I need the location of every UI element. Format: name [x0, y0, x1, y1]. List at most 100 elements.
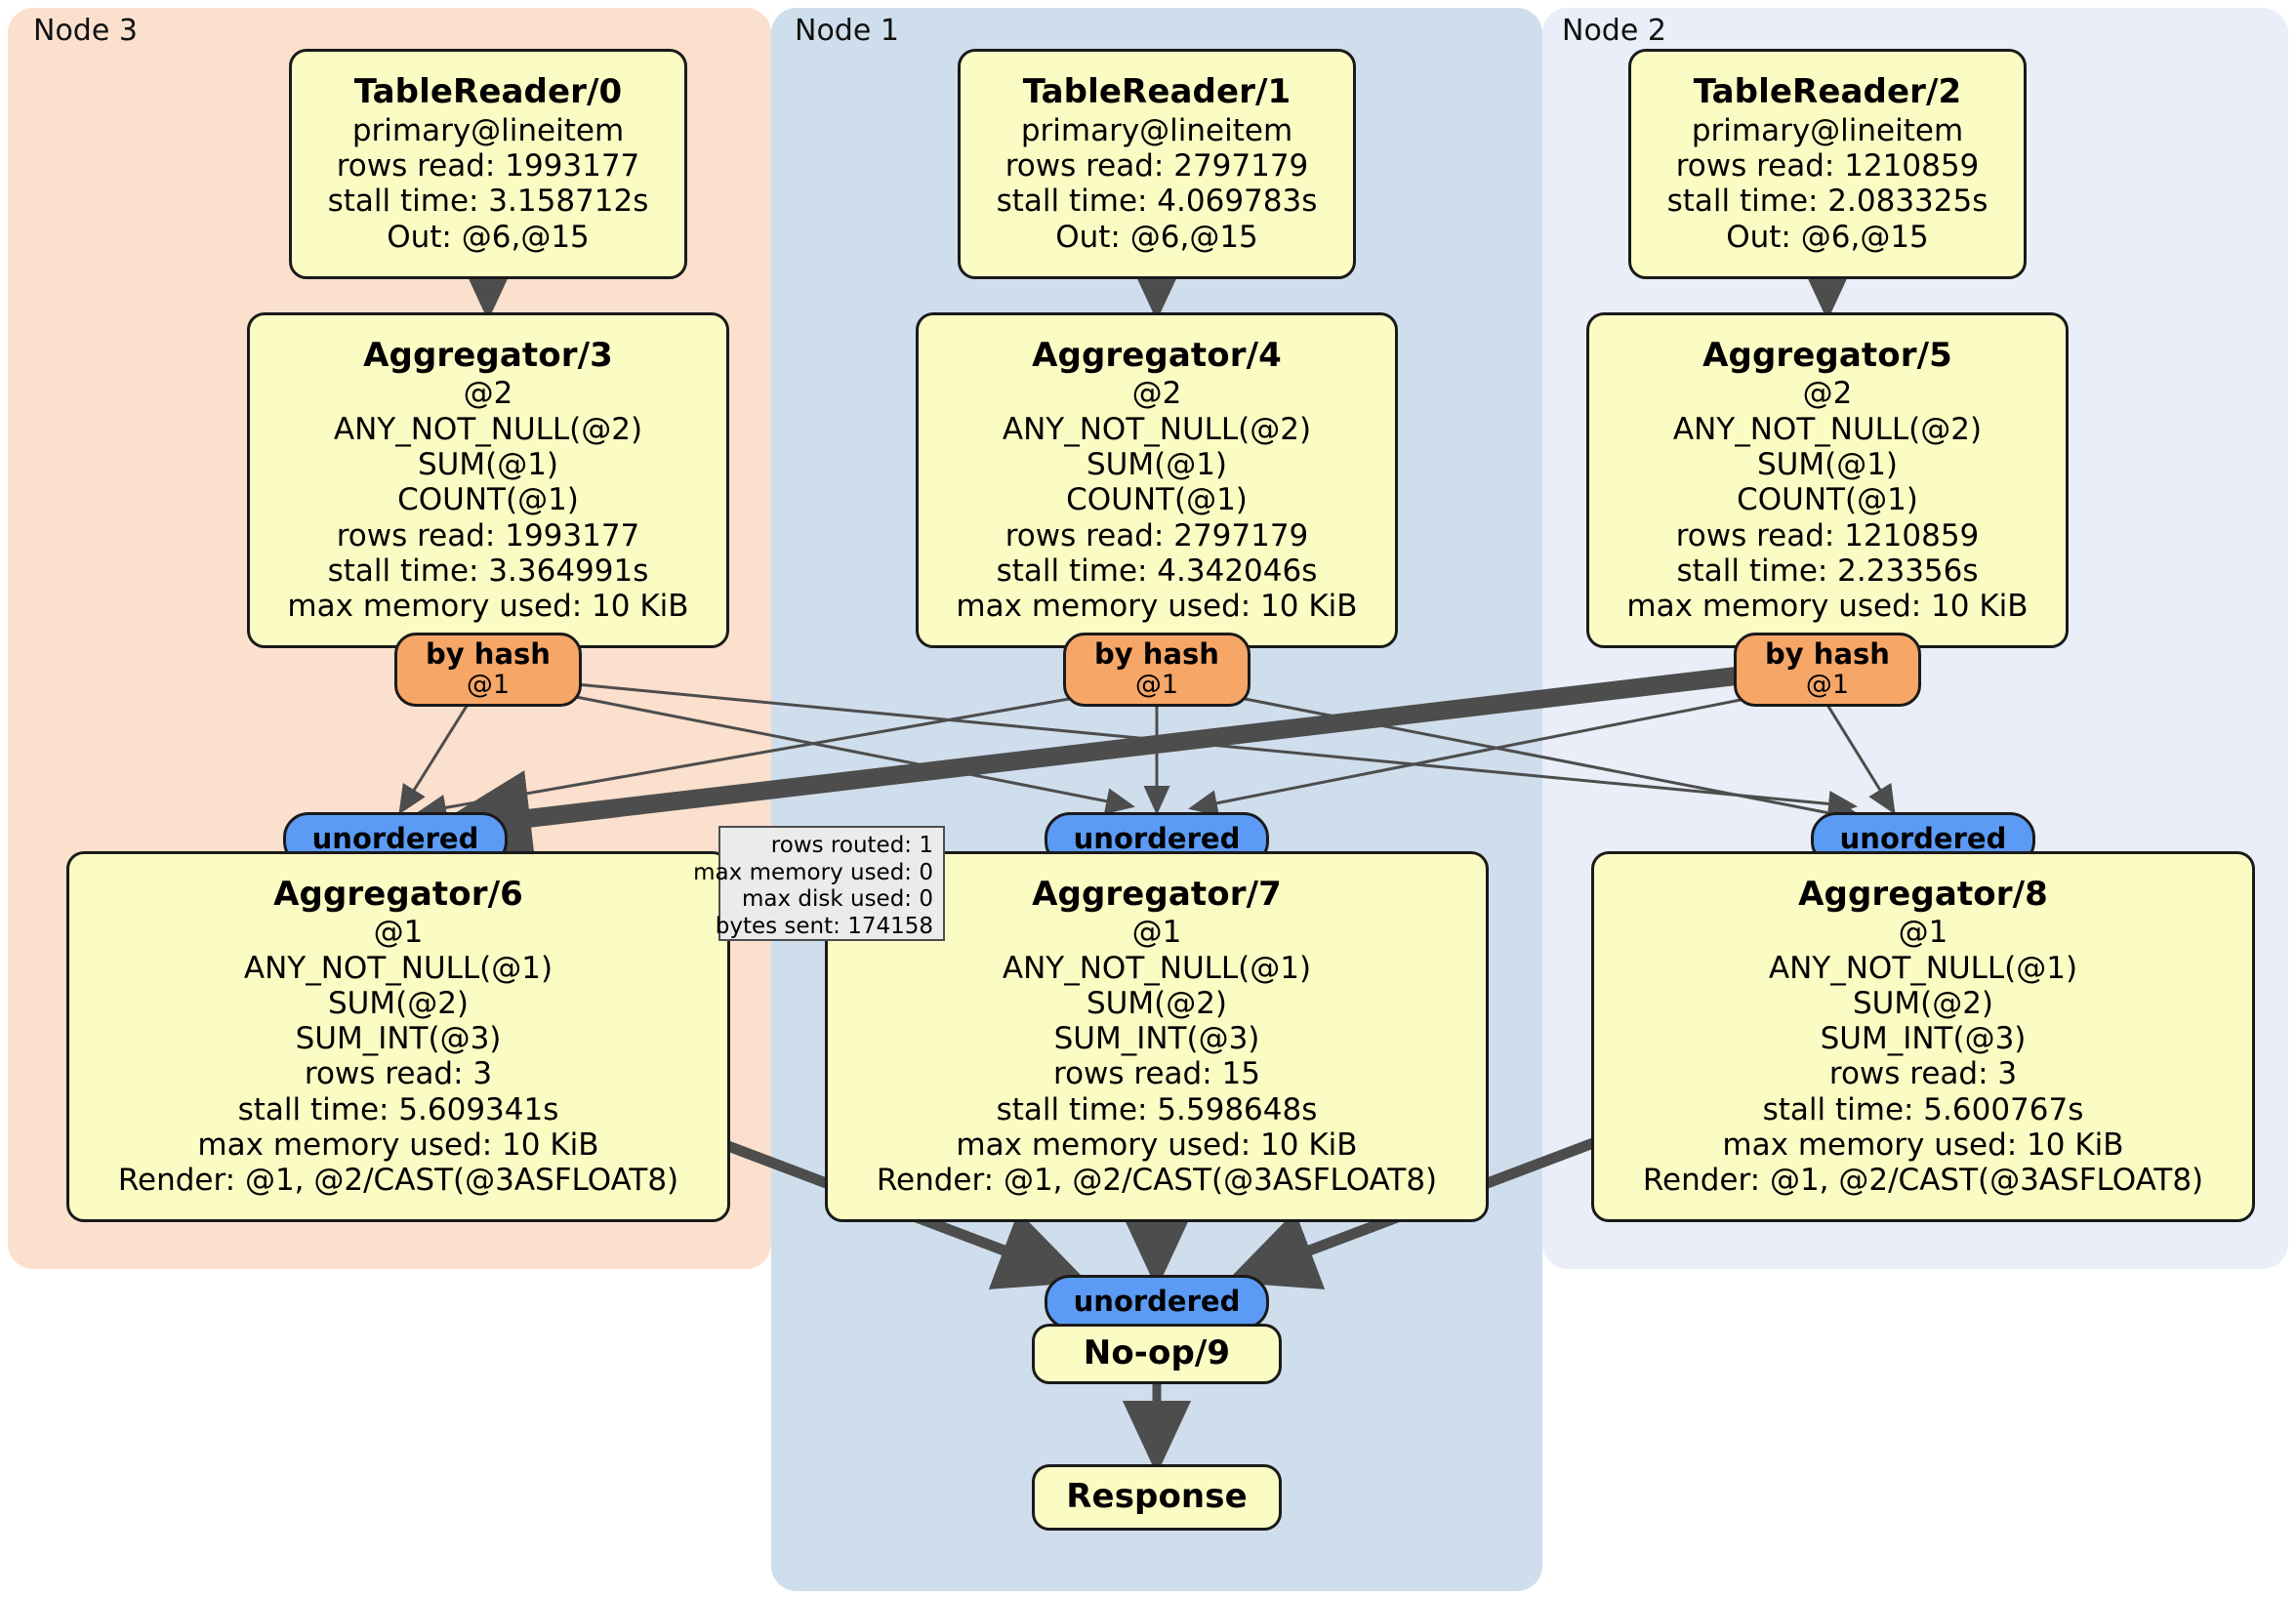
node-line: rows read: 15: [1053, 1056, 1260, 1092]
node-line: rows read: 3: [1828, 1056, 2018, 1092]
node-line: COUNT(@1): [397, 482, 579, 518]
edge-stats-box: rows routed: 1 max memory used: 0 max di…: [693, 826, 945, 941]
stream-label: unordered: [1839, 822, 2007, 856]
node-line: stall time: 5.609341s: [237, 1091, 559, 1127]
stat-line: max disk used: 0: [741, 886, 933, 913]
node-line: @2: [1131, 376, 1182, 412]
router-column: @1: [1805, 670, 1850, 701]
node-line: rows read: 3: [304, 1056, 493, 1092]
node-title: TableReader/1: [1022, 72, 1292, 112]
node-line: Out: @6,@15: [1055, 219, 1258, 255]
stream-label: unordered: [311, 822, 479, 856]
stream-label: unordered: [1073, 1285, 1241, 1319]
aggregator-node[interactable]: Aggregator/4 @2 ANY_NOT_NULL(@2) SUM(@1)…: [916, 312, 1398, 648]
node-line: ANY_NOT_NULL(@1): [1002, 950, 1312, 986]
node-title: Aggregator/8: [1798, 874, 2048, 914]
aggregator-node[interactable]: Aggregator/7 @1 ANY_NOT_NULL(@1) SUM(@2)…: [825, 851, 1489, 1222]
node-line: rows read: 2797179: [1004, 517, 1309, 553]
node-line: SUM(@1): [1756, 446, 1899, 482]
node-line: SUM(@1): [417, 446, 559, 482]
node-line: ANY_NOT_NULL(@1): [243, 950, 554, 986]
node-line: Render: @1, @2/CAST(@3ASFLOAT8): [876, 1163, 1438, 1199]
node-line: stall time: 3.158712s: [327, 184, 649, 220]
router-by-hash[interactable]: by hash @1: [1734, 633, 1921, 707]
stat-line: bytes sent: 174158: [715, 913, 933, 939]
node-line: COUNT(@1): [1066, 482, 1248, 518]
node-line: SUM(@2): [1852, 985, 1994, 1021]
node-line: Out: @6,@15: [1726, 219, 1929, 255]
cluster-label-node1: Node 1: [795, 14, 899, 48]
node-line: rows read: 1210859: [1675, 148, 1980, 184]
node-line: max memory used: 10 KiB: [956, 589, 1358, 625]
router-title: by hash: [1094, 637, 1219, 672]
node-title: TableReader/2: [1693, 72, 1962, 112]
router-title: by hash: [1765, 637, 1890, 672]
router-by-hash[interactable]: by hash @1: [1063, 633, 1250, 707]
node-line: stall time: 2.23356s: [1676, 553, 1979, 589]
node-line: primary@lineitem: [1020, 112, 1293, 148]
node-line: max memory used: 10 KiB: [287, 589, 689, 625]
table-reader-node[interactable]: TableReader/0 primary@lineitem rows read…: [289, 49, 687, 279]
node-line: @1: [1898, 915, 1948, 951]
router-column: @1: [466, 670, 511, 701]
node-line: ANY_NOT_NULL(@2): [1002, 411, 1312, 447]
node-line: COUNT(@1): [1737, 482, 1918, 518]
stat-line: max memory used: 0: [693, 859, 933, 885]
node-line: stall time: 3.364991s: [327, 553, 649, 589]
node-title: Aggregator/5: [1702, 335, 1952, 375]
node-line: Render: @1, @2/CAST(@3ASFLOAT8): [1642, 1163, 2204, 1199]
node-line: stall time: 5.600767s: [1762, 1091, 2084, 1127]
stream-unordered-final[interactable]: unordered: [1045, 1275, 1269, 1330]
aggregator-node[interactable]: Aggregator/6 @1 ANY_NOT_NULL(@1) SUM(@2)…: [66, 851, 730, 1222]
node-line: @1: [1131, 915, 1182, 951]
stream-unordered[interactable]: unordered: [1811, 812, 2035, 867]
node-line: stall time: 4.069783s: [996, 184, 1318, 220]
node-title: No-op/9: [1083, 1332, 1231, 1372]
node-line: Render: @1, @2/CAST(@3ASFLOAT8): [117, 1163, 679, 1199]
node-line: @1: [373, 915, 424, 951]
noop-node[interactable]: No-op/9: [1032, 1324, 1282, 1384]
node-line: rows read: 2797179: [1004, 148, 1309, 184]
node-line: Out: @6,@15: [387, 219, 590, 255]
node-line: stall time: 2.083325s: [1666, 184, 1988, 220]
cluster-label-node3: Node 3: [33, 14, 138, 48]
node-line: SUM(@2): [327, 985, 470, 1021]
aggregator-node[interactable]: Aggregator/3 @2 ANY_NOT_NULL(@2) SUM(@1)…: [247, 312, 729, 648]
node-title: Aggregator/4: [1032, 335, 1282, 375]
node-line: SUM(@2): [1086, 985, 1228, 1021]
node-title: Aggregator/3: [363, 335, 613, 375]
node-line: @2: [463, 376, 513, 412]
node-line: rows read: 1993177: [336, 517, 640, 553]
response-node[interactable]: Response: [1032, 1464, 1282, 1531]
node-line: ANY_NOT_NULL(@2): [1672, 411, 1983, 447]
router-title: by hash: [426, 637, 551, 672]
node-line: SUM(@1): [1086, 446, 1228, 482]
node-line: max memory used: 10 KiB: [1722, 1126, 2124, 1163]
cluster-label-node2: Node 2: [1562, 14, 1666, 48]
node-line: max memory used: 10 KiB: [956, 1126, 1358, 1163]
node-line: @2: [1802, 376, 1853, 412]
aggregator-node[interactable]: Aggregator/8 @1 ANY_NOT_NULL(@1) SUM(@2)…: [1591, 851, 2255, 1222]
node-line: SUM_INT(@3): [1053, 1021, 1260, 1057]
node-title: Response: [1066, 1476, 1248, 1516]
router-column: @1: [1134, 670, 1179, 701]
node-line: primary@lineitem: [1691, 112, 1964, 148]
node-line: rows read: 1210859: [1675, 517, 1980, 553]
node-line: ANY_NOT_NULL(@2): [333, 411, 643, 447]
stream-label: unordered: [1073, 822, 1241, 856]
node-line: rows read: 1993177: [336, 148, 640, 184]
node-line: primary@lineitem: [351, 112, 625, 148]
node-title: TableReader/0: [353, 72, 623, 112]
stat-line: rows routed: 1: [770, 833, 933, 858]
router-by-hash[interactable]: by hash @1: [394, 633, 582, 707]
aggregator-node[interactable]: Aggregator/5 @2 ANY_NOT_NULL(@2) SUM(@1)…: [1586, 312, 2069, 648]
node-line: SUM_INT(@3): [1820, 1021, 2027, 1057]
node-line: max memory used: 10 KiB: [197, 1126, 599, 1163]
table-reader-node[interactable]: TableReader/1 primary@lineitem rows read…: [958, 49, 1356, 279]
node-line: ANY_NOT_NULL(@1): [1768, 950, 2078, 986]
node-line: SUM_INT(@3): [295, 1021, 502, 1057]
node-line: stall time: 5.598648s: [996, 1091, 1318, 1127]
table-reader-node[interactable]: TableReader/2 primary@lineitem rows read…: [1628, 49, 2027, 279]
node-line: stall time: 4.342046s: [996, 553, 1318, 589]
